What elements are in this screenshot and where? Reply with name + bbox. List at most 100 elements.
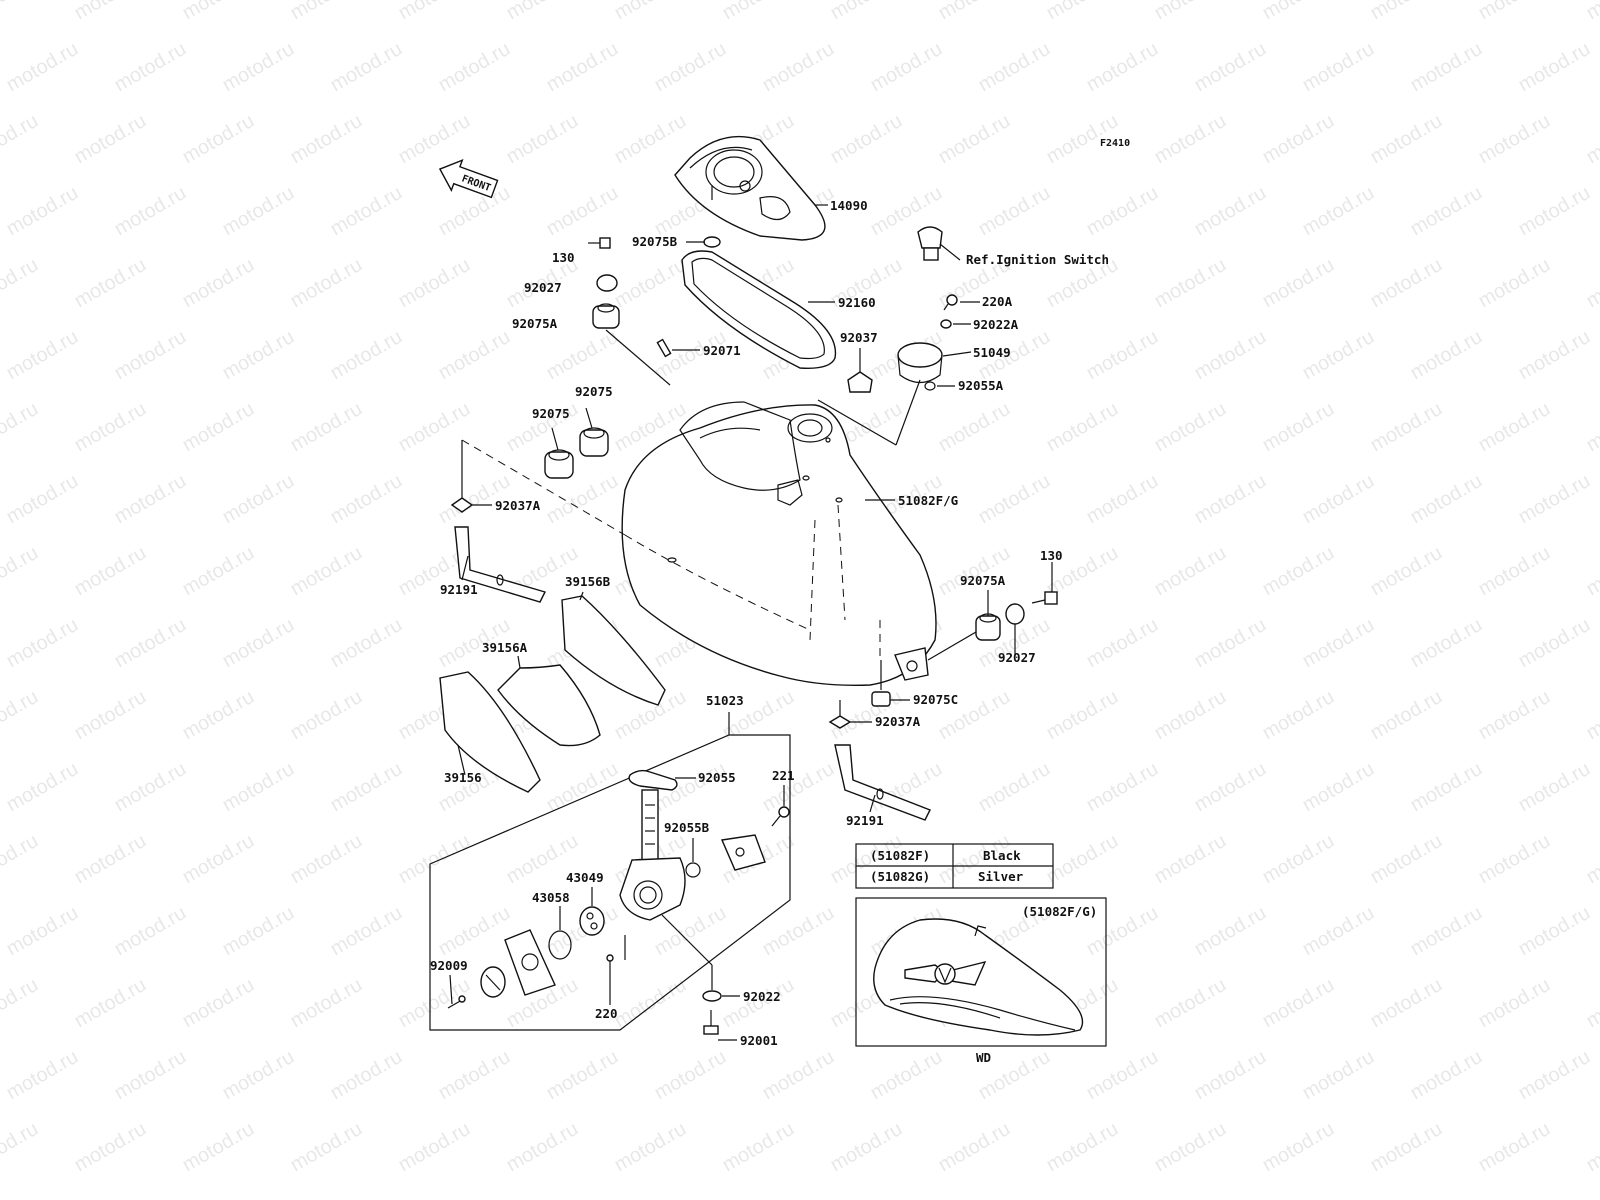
watermark-text: motod.ru (1151, 974, 1230, 1033)
watermark-text: motod.ru (1083, 614, 1162, 673)
watermark-text: motod.ru (1583, 398, 1600, 457)
watermark-text: motod.ru (0, 1118, 42, 1177)
watermark-text: motod.ru (1259, 1118, 1338, 1177)
watermark-text: motod.ru (1407, 38, 1486, 97)
watermark-text: motod.ru (1515, 758, 1594, 817)
watermark-text: motod.ru (1191, 182, 1270, 241)
v-emblem-icon (904, 960, 987, 986)
watermark-text: motod.ru (1407, 326, 1486, 385)
washer-92027-top-part (596, 274, 618, 292)
watermark-text: motod.ru (0, 110, 42, 169)
watermark-text: motod.ru (1043, 0, 1122, 24)
watermark-text: motod.ru (1475, 254, 1554, 313)
watermark-text: motod.ru (1083, 182, 1162, 241)
watermark-text: motod.ru (0, 542, 42, 601)
watermark-text: motod.ru (3, 38, 82, 97)
tank-decal-inset: (51082F/G) WD (855, 897, 1107, 1065)
watermark-text: motod.ru (1259, 974, 1338, 1033)
watermark-text: motod.ru (179, 686, 258, 745)
pin-92071-part (656, 338, 672, 358)
screw-220a-part (943, 294, 958, 311)
fuel-cock-assembly-frame (429, 734, 791, 1031)
damper-92075c-part (871, 691, 891, 707)
watermark-text: motod.ru (935, 398, 1014, 457)
watermark-text: motod.ru (179, 1118, 258, 1177)
watermark-text: motod.ru (1367, 830, 1446, 889)
oring-92055a-part (924, 381, 936, 391)
callout-43058: 43058 (532, 890, 570, 905)
bolt-130-top-part (588, 237, 611, 249)
watermark-text: motod.ru (1475, 1118, 1554, 1177)
watermark-text: motod.ru (1259, 398, 1338, 457)
side-cover-39156b-part (561, 595, 666, 706)
watermark-text: motod.ru (1151, 830, 1230, 889)
watermark-text: motod.ru (1151, 0, 1230, 24)
inset-caption: WD (976, 1050, 991, 1065)
watermark-text: motod.ru (719, 0, 798, 24)
watermark-text: motod.ru (1191, 38, 1270, 97)
damper-92075-b-part (579, 427, 609, 457)
damper-92075-a-part (544, 449, 574, 479)
fuel-cock-body-part (619, 789, 686, 921)
callout-51023: 51023 (706, 693, 744, 708)
watermark-text: motod.ru (1083, 470, 1162, 529)
watermark-text: motod.ru (71, 542, 150, 601)
callout-92075c: 92075C (913, 692, 958, 707)
filter-plate-part (720, 834, 766, 871)
callout-220a: 220A (982, 294, 1013, 309)
watermark-text: motod.ru (111, 758, 190, 817)
watermark-text: motod.ru (219, 758, 298, 817)
callout-labels: 14090 92075B 130 92027 92075A 92160 9207… (430, 198, 1109, 1048)
callout-92027-right: 92027 (998, 650, 1036, 665)
watermark-text: motod.ru (287, 686, 366, 745)
callout-51049: 51049 (973, 345, 1011, 360)
callout-220: 220 (595, 1006, 618, 1021)
callout-130-top: 130 (552, 250, 575, 265)
callout-92037a-left: 92037A (495, 498, 541, 513)
watermark-text: motod.ru (287, 110, 366, 169)
clamp-92037-part (847, 371, 873, 393)
watermark-text: motod.ru (1407, 902, 1486, 961)
watermark-text: motod.ru (1407, 1046, 1486, 1105)
washer-92022-part (702, 990, 722, 1002)
watermark-text: motod.ru (1259, 686, 1338, 745)
callout-14090: 14090 (830, 198, 868, 213)
meter-cover-part (674, 135, 826, 241)
side-cover-39156a-part (497, 664, 601, 747)
watermark-text: motod.ru (1151, 398, 1230, 457)
hose-92191-left-part (454, 526, 547, 603)
watermark-text: motod.ru (179, 254, 258, 313)
watermark-text: motod.ru (219, 614, 298, 673)
watermark-text: motod.ru (543, 326, 622, 385)
watermark-text: motod.ru (1191, 614, 1270, 673)
watermark-text: motod.ru (1583, 110, 1600, 169)
watermark-text: motod.ru (1151, 254, 1230, 313)
watermark-text: motod.ru (111, 902, 190, 961)
leader-line (461, 439, 626, 536)
callout-92022a: 92022A (973, 317, 1019, 332)
oring-92055-part (628, 769, 678, 791)
callout-92055b: 92055B (664, 820, 710, 835)
color-table-code-1: (51082F) (870, 848, 930, 863)
watermark-text: motod.ru (0, 398, 42, 457)
watermark-text: motod.ru (1475, 542, 1554, 601)
watermark-text: motod.ru (759, 1046, 838, 1105)
fuel-tank-part (621, 401, 937, 686)
watermark-text: motod.ru (543, 38, 622, 97)
watermark-text: motod.ru (1407, 470, 1486, 529)
watermark-text: motod.ru (1151, 110, 1230, 169)
watermark-text: motod.ru (1583, 686, 1600, 745)
callout-92009: 92009 (430, 958, 468, 973)
watermark-text: motod.ru (1259, 254, 1338, 313)
watermark-text: motod.ru (71, 0, 150, 24)
watermark-text: motod.ru (219, 182, 298, 241)
watermark-text: motod.ru (1259, 830, 1338, 889)
watermark-text: motod.ru (287, 254, 366, 313)
watermark-text: motod.ru (1151, 1118, 1230, 1177)
watermark-text: motod.ru (503, 110, 582, 169)
watermark-text: motod.ru (543, 902, 622, 961)
watermark-text: motod.ru (1151, 686, 1230, 745)
watermark-text: motod.ru (1515, 902, 1594, 961)
watermark-text: motod.ru (1191, 470, 1270, 529)
